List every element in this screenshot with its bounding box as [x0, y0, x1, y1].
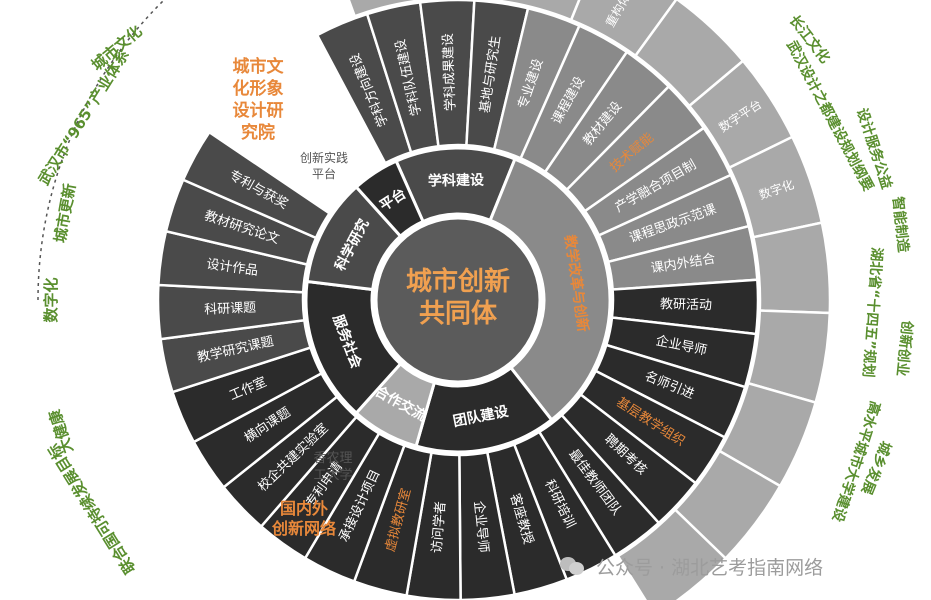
- tail-ring-segment: [347, 0, 428, 18]
- middle-ring-segment: [354, 159, 426, 239]
- outer-ring-label: 设计作品: [205, 257, 259, 279]
- green-keyword-left: 联合国可持续发展目标: [44, 440, 139, 577]
- outer-ring-label: 教研活动: [660, 296, 712, 313]
- outer-ring-label: 企业导师: [471, 500, 492, 553]
- green-keyword-left: 数字化: [42, 277, 60, 322]
- center-title: 城市创新: [406, 266, 510, 297]
- orange-side-label-bottom: 创新网络: [271, 519, 336, 538]
- tail-ring-segment: [616, 508, 728, 600]
- tail-ring-segment: [751, 221, 832, 315]
- platform-side-label: 平台: [312, 166, 336, 181]
- green-keyword-right: 创新创业: [893, 319, 916, 377]
- orange-side-label-top: 究院: [241, 122, 275, 143]
- school-side-label: 工大学: [313, 467, 352, 483]
- orange-side-label-top: 化形象: [233, 78, 284, 99]
- watermark-text: 公众号 · 湖北艺考指南网络: [596, 556, 824, 579]
- middle-ring-segment: [488, 157, 612, 422]
- school-side-label: 香农理: [313, 451, 352, 466]
- outer-ring-label: 学科成果建设: [440, 33, 459, 112]
- orange-side-label-top: 设计研: [233, 100, 284, 121]
- green-keyword-right: 智能制造: [889, 195, 912, 253]
- dashed-frame-left: [37, 0, 166, 301]
- green-keyword-left: 城市更新: [51, 182, 79, 244]
- center-title: 共同体: [419, 299, 498, 329]
- middle-ring-label: 学科建设: [428, 172, 485, 190]
- outer-ring-label: 访问学者: [429, 501, 449, 554]
- platform-side-label: 创新实践: [300, 150, 348, 165]
- green-keyword-right: 湖北省“十四五”规划: [859, 247, 885, 378]
- orange-side-label-top: 城市文: [233, 56, 285, 77]
- wechat-icon: [560, 555, 586, 577]
- green-keyword-left: 武汉市“965”产业体系: [35, 46, 133, 188]
- orange-side-label-bottom: 国内外: [280, 499, 328, 518]
- watermark: 公众号 · 湖北艺考指南网络: [560, 548, 823, 584]
- center-circle: [374, 216, 542, 384]
- outer-ring-segment: [181, 130, 332, 240]
- outer-ring-label: 科研课题: [204, 301, 257, 318]
